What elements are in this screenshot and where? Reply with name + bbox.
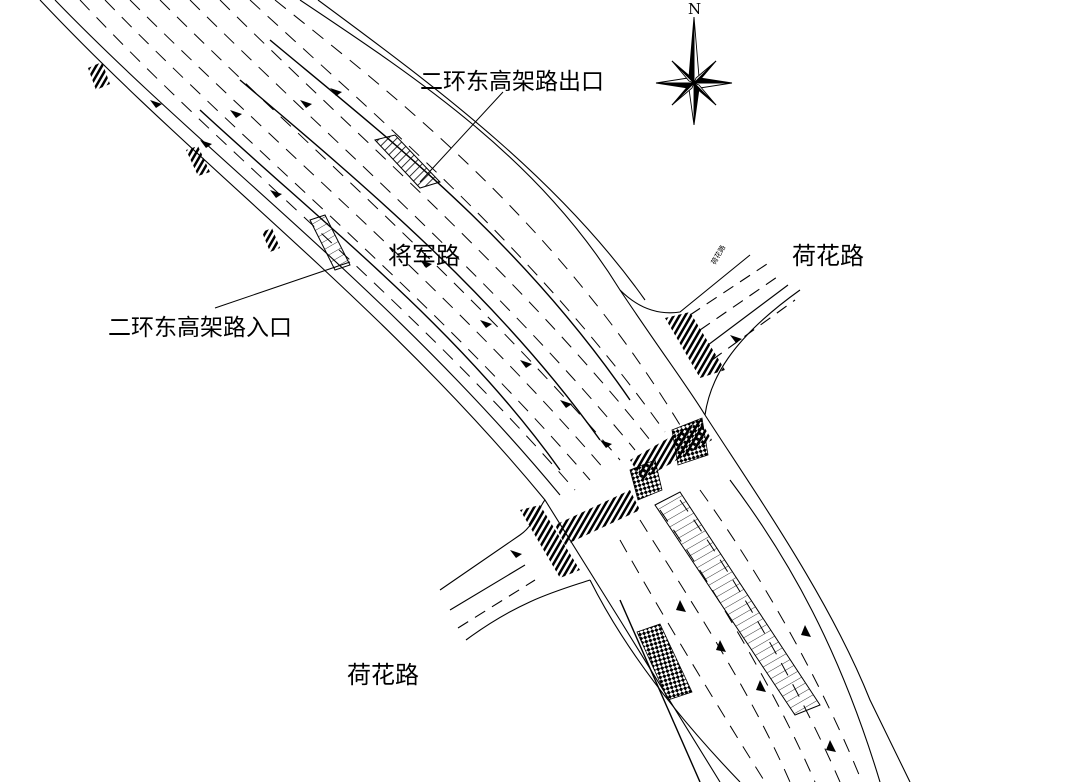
cross-road-ne-label: 荷花路: [792, 242, 864, 270]
hatched-median: [309, 134, 821, 716]
compass-north-letter: N: [688, 0, 702, 18]
cross-road-ne: [619, 254, 801, 416]
main-road-solid-lines: [199, 39, 701, 782]
leader-lines: [214, 91, 504, 309]
elevated-entry-label: 二环东高架路入口: [108, 315, 292, 341]
compass-rose-icon: [655, 16, 733, 126]
lane-arrows: [150, 88, 836, 752]
main-road-edges: [39, 0, 911, 782]
main-road-label: 将军路: [388, 242, 460, 270]
cross-road-sw-label: 荷花路: [347, 661, 419, 689]
pavement-pads: [629, 417, 709, 701]
elevated-exit-label: 二环东高架路出口: [420, 69, 604, 95]
main-road-lane-lines: [79, 0, 863, 782]
